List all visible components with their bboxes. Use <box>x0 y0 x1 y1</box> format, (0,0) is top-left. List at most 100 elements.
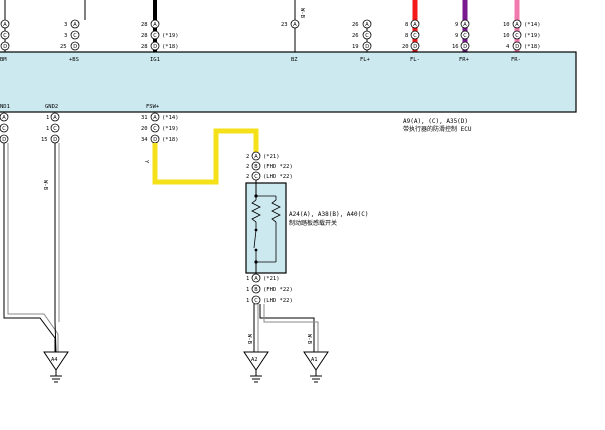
conn-letter: A <box>254 154 258 160</box>
pin-number: 26 <box>352 33 359 39</box>
pin-note: (*18) <box>162 137 179 143</box>
pin-number: 2 <box>246 174 249 180</box>
pin-number: 8 <box>405 33 408 39</box>
switch-wire-code-a: W-B <box>246 334 252 345</box>
resistor-1 <box>251 199 261 223</box>
conn-letter: D <box>153 137 157 143</box>
conn-letter: C <box>254 298 258 304</box>
pin-number: 16 <box>452 44 459 50</box>
brake-pedal-switch <box>245 180 287 276</box>
switch-contact <box>253 229 257 249</box>
pin-number: 26 <box>352 22 359 28</box>
conn-letter: C <box>153 126 157 132</box>
conn-letter: C <box>153 33 157 39</box>
conn-letter: D <box>463 44 467 50</box>
conn-letter: A <box>73 22 77 28</box>
pin-number: 25 <box>60 44 67 50</box>
pin-number: 28 <box>141 44 148 50</box>
ground-label: A4 <box>51 357 58 363</box>
conn-letter: A <box>153 115 157 121</box>
pin-number: 3 <box>64 22 67 28</box>
ground-a4: A4 <box>43 351 69 383</box>
ecu-pin-bs: +BS <box>69 57 79 63</box>
pin-note: (*21) <box>263 276 280 282</box>
conn-letter: B <box>254 287 258 293</box>
pin-note: (*18) <box>162 44 179 50</box>
pin-note: (LHD *22) <box>263 174 293 180</box>
terminal-b: 3 A 3 C 25 D <box>60 19 80 51</box>
conn-letter: A <box>515 22 519 28</box>
pin-number: 4 <box>506 44 510 50</box>
pin-number: 1 <box>46 115 49 121</box>
resistor-2 <box>271 199 281 223</box>
pin-note: (*14) <box>524 22 541 28</box>
conn-letter: C <box>2 126 6 132</box>
ecu-pin-bz: BZ <box>291 57 298 63</box>
switch-bottom-terminals: 1 A (*21) 1 B (FHD *22) 1 C (LHD *22) <box>246 273 293 305</box>
pin-number: 28 <box>141 33 148 39</box>
pin-number: 20 <box>141 126 148 132</box>
bottom-terminal-rows: A C D 1 A 1 C 15 D 31 A (*14) 20 C (*19) <box>0 112 179 144</box>
conn-letter: D <box>515 44 519 50</box>
conn-letter: A <box>3 22 7 28</box>
pin-number: 15 <box>41 137 48 143</box>
switch-ground-wiring: W-B W-B <box>246 304 319 352</box>
pin-number: 28 <box>141 22 148 28</box>
terminal-c: 28 A 28 C (*19) 28 D (*18) <box>141 19 179 51</box>
pin-note: (FHD *22) <box>263 287 293 293</box>
ecu-pin-gnd1: ND1 <box>0 104 10 110</box>
conn-letter: D <box>73 44 77 50</box>
conn-letter: A <box>365 22 369 28</box>
terminal-f: 8 A 8 C 20 D <box>402 19 420 51</box>
conn-letter: D <box>413 44 417 50</box>
conn-letter: C <box>365 33 369 39</box>
top-terminal-rows: A C D 3 A 3 C 25 D 28 A 28 C (*19) 28 <box>0 19 541 51</box>
pin-number: 1 <box>246 298 249 304</box>
pin-number: 31 <box>141 115 148 121</box>
pin-note: (*18) <box>524 44 541 50</box>
conn-letter: D <box>2 137 6 143</box>
pin-number: 10 <box>503 33 510 39</box>
conn-letter: A <box>153 22 157 28</box>
ecu-pin-fl-plus: FL+ <box>360 57 371 63</box>
fsw-yellow-wire <box>152 128 259 185</box>
ecu-pin-ig1: IG1 <box>150 57 160 63</box>
ground-a2: A2 <box>243 351 269 383</box>
top-wire-code: W-B <box>299 8 305 19</box>
ecu-body <box>0 51 577 113</box>
pin-note: (LHD *22) <box>263 298 293 304</box>
ground-a1: A1 <box>303 351 329 383</box>
ecu-name-label: 带执行器的防滑控制 ECU <box>403 125 472 133</box>
ecu-pin-fsw: FSW+ <box>146 104 160 110</box>
ecu-pin-fr-minus: FR- <box>511 57 521 63</box>
conn-letter: D <box>153 44 157 50</box>
pin-number: 9 <box>455 33 458 39</box>
fsw-wire-code: Y <box>143 160 149 164</box>
ecu-pin-fr-plus: FR+ <box>459 57 470 63</box>
pin-number: 3 <box>64 33 67 39</box>
conn-letter: D <box>3 44 7 50</box>
conn-letter: B <box>254 164 258 170</box>
terminal-gnd1: A C D <box>0 112 9 144</box>
terminal-e: 26 A 26 C 19 D <box>352 19 372 51</box>
left-wire-code: W-B <box>42 180 48 191</box>
pin-note: (*21) <box>263 154 280 160</box>
switch-top-terminals: 2 A (*21) 2 B (FHD *22) 2 C (LHD *22) <box>246 151 293 181</box>
pin-number: 1 <box>246 276 249 282</box>
conn-letter: C <box>3 33 7 39</box>
ecu-block: BM +BS IG1 BZ FL+ FL- FR+ FR- ND1 GND2 F… <box>0 51 577 113</box>
conn-letter: D <box>53 137 57 143</box>
terminal-a: A C D <box>0 19 10 51</box>
ground-triangle <box>303 351 329 371</box>
ecu-pin-gnd2: GND2 <box>45 104 58 110</box>
pin-number: 34 <box>141 137 148 143</box>
conn-letter: C <box>254 174 258 180</box>
switch-name-label: 制动踏板感载开关 <box>289 219 337 227</box>
switch-body <box>245 182 287 274</box>
ground-label: A1 <box>311 357 318 363</box>
terminal-fsw: 31 A (*14) 20 C (*19) 34 D (*18) <box>141 112 179 144</box>
conn-letter: A <box>413 22 417 28</box>
pin-note: (*19) <box>162 33 179 39</box>
ground-triangle <box>243 351 269 371</box>
conn-letter: C <box>413 33 417 39</box>
